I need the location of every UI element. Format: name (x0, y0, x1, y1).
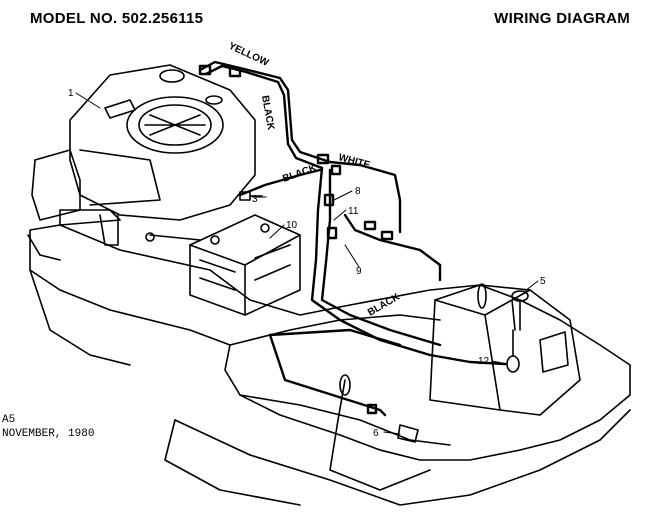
callout-1: 1 (68, 88, 74, 99)
component-10-block (189, 214, 301, 316)
wiring-harness (198, 60, 507, 417)
wire-label-black-top: BLACK (259, 95, 276, 132)
callout-5: 5 (540, 276, 546, 287)
mower-deck (27, 224, 631, 506)
wire-label-white: WHITE (337, 152, 371, 171)
component-6-switch (329, 374, 431, 491)
callout-6: 6 (373, 428, 379, 439)
diagram-title: WIRING DIAGRAM (494, 10, 630, 27)
footer-date: NOVEMBER, 1980 (2, 428, 95, 440)
wire-label-black-mid: BLACK (281, 162, 318, 185)
callout-leaders (75, 92, 539, 435)
callout-12: 12 (478, 356, 490, 367)
footer-code: A5 (2, 414, 16, 426)
callout-10: 10 (286, 220, 298, 231)
callout-9: 9 (356, 266, 362, 277)
callout-3: 3 (252, 194, 258, 205)
callout-8: 8 (355, 186, 361, 197)
callout-11: 11 (348, 206, 359, 217)
model-number: MODEL NO. 502.256115 (30, 10, 204, 27)
engine (31, 64, 256, 246)
control-tower (429, 283, 581, 416)
wire-label-yellow: YELLOW (227, 41, 271, 69)
